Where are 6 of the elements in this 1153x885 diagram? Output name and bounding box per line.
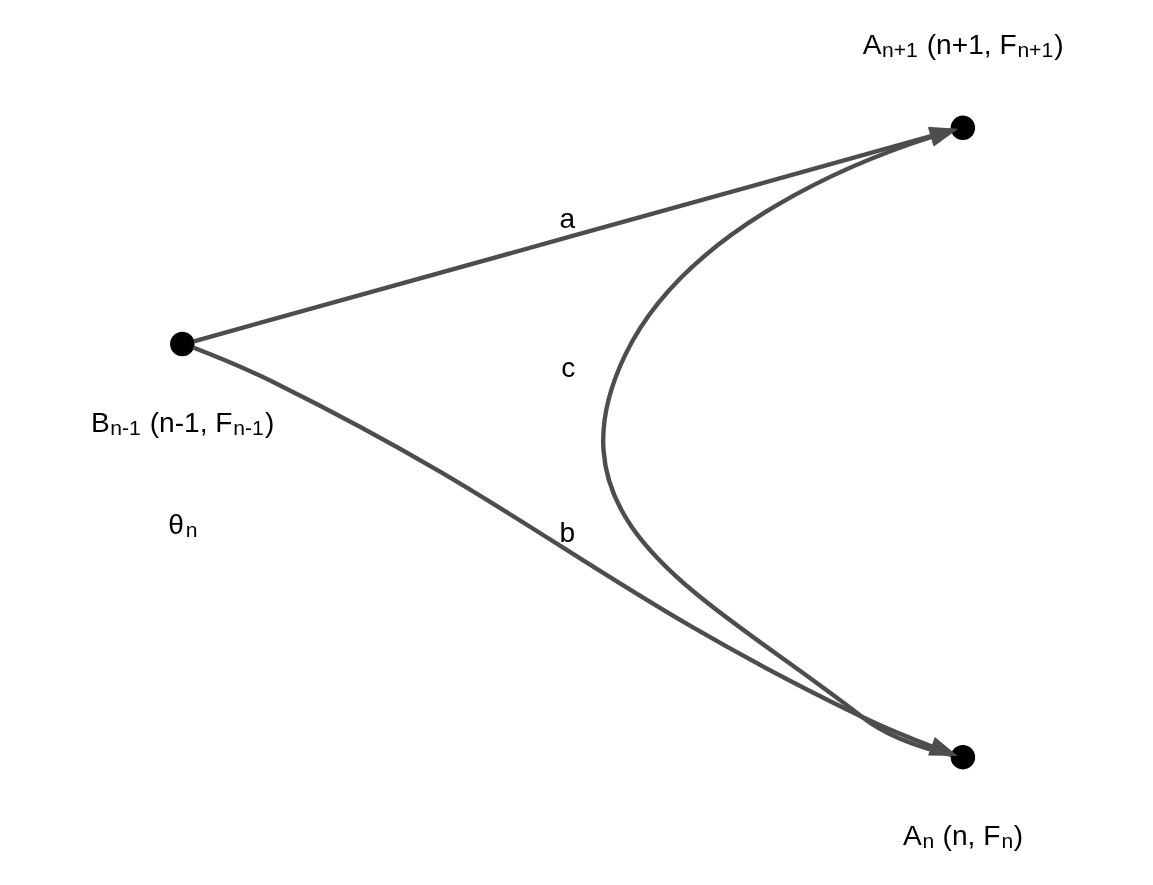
edge-label: c	[560, 352, 575, 384]
edge-label: a	[558, 202, 575, 234]
edge-label: b	[558, 517, 575, 549]
node-circle	[950, 744, 975, 770]
node-circle	[950, 115, 975, 141]
node-circle	[169, 331, 195, 357]
